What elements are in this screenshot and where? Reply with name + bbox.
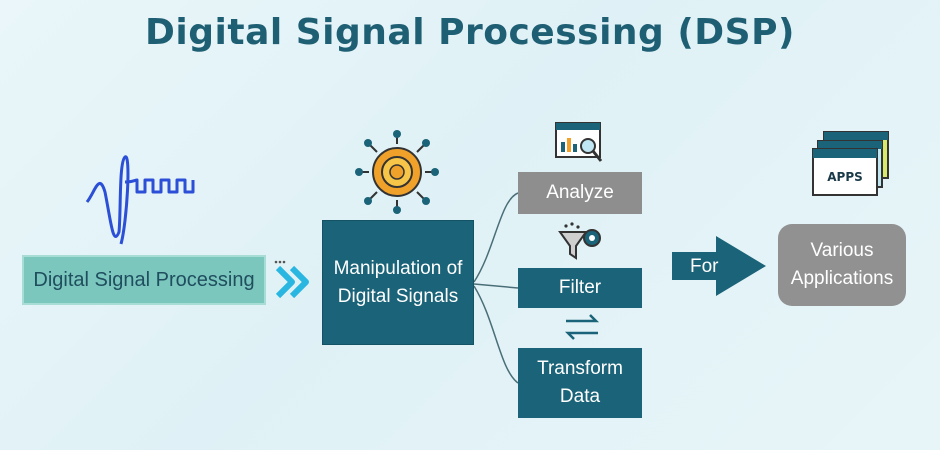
dsp-node: Digital Signal Processing: [22, 255, 266, 305]
analytics-magnifier-icon: [555, 122, 603, 162]
apps-windows-icon: APPS: [812, 131, 889, 196]
manipulation-line-2: Digital Signals: [337, 285, 459, 307]
transform-node: Transform Data: [518, 348, 642, 418]
swap-arrows-icon: [564, 314, 600, 340]
svg-text:APPS: APPS: [827, 170, 863, 184]
applications-node: Various Applications: [778, 224, 906, 306]
applications-line-1: Various: [810, 240, 874, 262]
transform-line-1: Transform: [537, 358, 623, 380]
analyze-label: Analyze: [546, 182, 614, 203]
gear-circuit-icon: [355, 130, 439, 214]
dsp-label: Digital Signal Processing: [33, 268, 255, 291]
funnel-gear-icon: [558, 222, 601, 260]
connector-to-analyze: [473, 192, 519, 283]
connector-to-transform: [473, 285, 519, 384]
dot: [282, 260, 286, 264]
transform-line-2: Data: [559, 386, 601, 407]
for-arrow: [672, 236, 766, 296]
manipulation-line-1: Manipulation of: [333, 257, 463, 279]
applications-line-2: Applications: [790, 268, 894, 289]
dot: [278, 260, 282, 264]
connector-to-filter: [473, 283, 519, 289]
waveform-icon: [85, 155, 195, 245]
analyze-node: Analyze: [518, 172, 642, 214]
for-label: For: [690, 256, 719, 277]
manipulation-node: Manipulation of Digital Signals: [322, 220, 474, 345]
page-title: Digital Signal Processing (DSP): [145, 12, 795, 53]
filter-label: Filter: [558, 277, 602, 298]
dot: [274, 260, 278, 264]
filter-node: Filter: [518, 268, 642, 308]
double-chevron-icon: [275, 265, 309, 299]
